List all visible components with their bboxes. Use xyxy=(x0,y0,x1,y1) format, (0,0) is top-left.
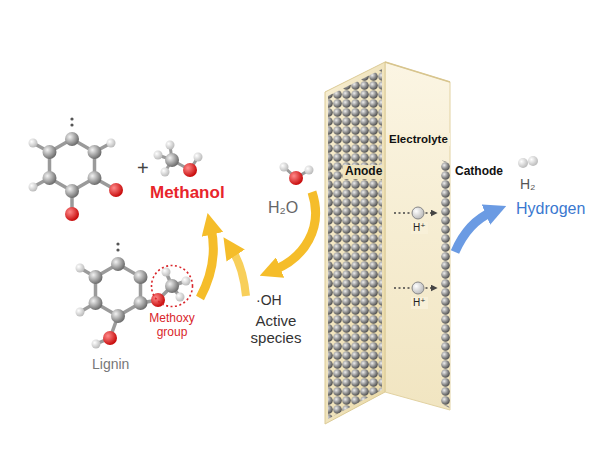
electrode-label: Cathode xyxy=(455,165,503,179)
carbon-atom xyxy=(88,171,102,185)
hydrogen-atom xyxy=(280,163,289,172)
methanol-formation-arrow xyxy=(200,228,213,298)
plus-sign: + xyxy=(137,157,149,180)
carbon-atom xyxy=(165,279,179,293)
ring-bond xyxy=(50,139,95,191)
anode-catalyst xyxy=(328,69,382,419)
chain-dot xyxy=(116,248,119,251)
chain-dot xyxy=(70,117,73,120)
proton-ball xyxy=(412,282,424,294)
carbon-atom xyxy=(111,309,125,323)
carbon-atom xyxy=(165,153,179,167)
oxygen-atom xyxy=(109,183,123,197)
hydrogen-molecule xyxy=(518,156,538,168)
chain-dot xyxy=(116,242,119,245)
carbon-atom xyxy=(65,184,79,198)
group-label: Methoxy group xyxy=(140,312,204,340)
methanol-molecule xyxy=(154,141,203,178)
hydrogen-atom xyxy=(528,156,538,166)
node-outline xyxy=(318,56,518,436)
methanol-formation-arrow xyxy=(232,250,246,296)
product-label: Methanol xyxy=(150,183,225,203)
hydrogen-atom xyxy=(182,277,191,286)
electrolyte-face xyxy=(385,62,450,410)
chain-dot xyxy=(70,123,73,126)
reactant-label: H₂O xyxy=(268,199,298,217)
carbon-atom xyxy=(134,296,148,310)
hydrogen-atom xyxy=(76,264,85,273)
dotted-circle xyxy=(152,266,193,307)
species-label: Active species xyxy=(238,312,314,347)
carbon-atom xyxy=(43,145,57,159)
hydrogen-atom xyxy=(76,308,85,317)
proton-path-arrow xyxy=(394,212,432,214)
carbon-atom xyxy=(65,132,79,146)
hydrogen-evolution-arrow xyxy=(455,212,492,252)
oxygen-atom xyxy=(103,331,117,345)
hydrogen-atom xyxy=(107,139,116,148)
ring-bond xyxy=(96,264,141,316)
proton-label: H⁺ xyxy=(411,297,428,309)
carbon-atom xyxy=(134,270,148,284)
radical-label: ·OH xyxy=(256,292,282,308)
electrode-label: Anode xyxy=(343,165,384,179)
carbon-atom xyxy=(88,145,102,159)
cathode-catalyst xyxy=(441,160,450,408)
product-label: Hydrogen xyxy=(516,200,585,218)
proton-path-arrow xyxy=(394,287,432,289)
slab-edge xyxy=(385,62,450,82)
electrolyte-label: Electrolyte xyxy=(387,133,450,146)
hydrogen-atom xyxy=(518,158,528,168)
hydrogen-atom xyxy=(29,183,38,192)
oxygen-atom xyxy=(289,171,303,185)
hydrogen-atom xyxy=(176,293,185,302)
oxygen-atom xyxy=(183,163,197,177)
carbon-atom xyxy=(89,270,103,284)
carbon-atom xyxy=(89,296,103,310)
hydrogen-atom xyxy=(92,340,101,349)
oxygen-atom xyxy=(65,207,79,221)
hydrogen-atom xyxy=(305,166,314,175)
node-outline xyxy=(150,264,194,308)
carbon-atom xyxy=(43,171,57,185)
gas-label: H₂ xyxy=(520,176,536,192)
carbon-atom xyxy=(111,257,125,271)
material-label: Lignin xyxy=(92,356,129,372)
methoxy-highlight: Methoxy group xyxy=(150,264,194,308)
proton-ball xyxy=(412,207,424,219)
quinone-molecule xyxy=(29,117,124,221)
hydrogen-atom xyxy=(194,153,203,162)
water-molecule xyxy=(280,163,314,186)
hydrogen-atom xyxy=(161,168,170,177)
proton-label: H⁺ xyxy=(411,222,428,234)
hydrogen-atom xyxy=(166,141,175,150)
hydrogen-atom xyxy=(162,268,171,277)
hydrogen-atom xyxy=(154,151,163,160)
anode-face xyxy=(325,62,385,424)
electrolyzer-cell: ElectrolyteAnode Cathode xyxy=(318,56,518,436)
hydrogen-atom xyxy=(29,139,38,148)
